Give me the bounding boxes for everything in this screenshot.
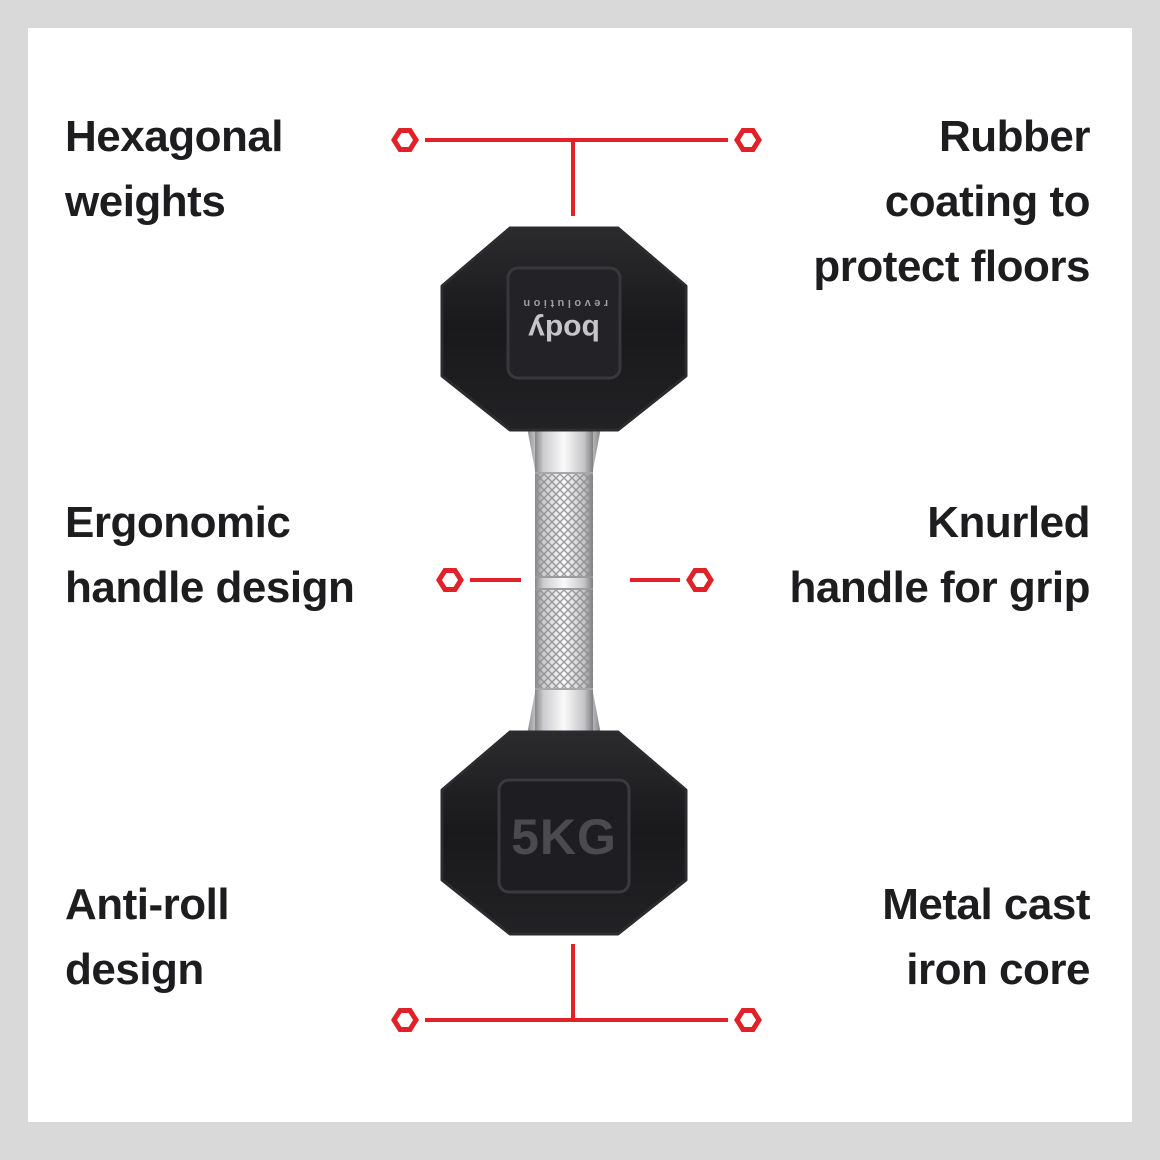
callout-metal-core: Metal cast iron core bbox=[882, 872, 1090, 1002]
dumbbell-illustration: body revolution 5KG bbox=[440, 226, 688, 936]
callout-hexagonal-weights: Hexagonal weights bbox=[65, 104, 284, 234]
connector-line-top-horizontal bbox=[405, 138, 748, 142]
callout-text-line: handle for grip bbox=[789, 563, 1091, 613]
connector-line-bottom-horizontal bbox=[405, 1018, 748, 1022]
dumbbell-top-head: body revolution bbox=[440, 226, 688, 432]
callout-text-line: Anti-roll bbox=[65, 880, 230, 929]
dumbbell-bottom-head: 5KG bbox=[440, 730, 688, 936]
callout-text-line: handle design bbox=[65, 563, 355, 613]
callout-text-line: weights bbox=[65, 177, 226, 227]
callout-knurled-handle: Knurled handle for grip bbox=[790, 490, 1091, 620]
dumbbell-handle bbox=[526, 422, 602, 740]
weight-label: 5KG bbox=[511, 809, 617, 865]
connector-line-bottom-vertical bbox=[571, 944, 575, 1020]
hex-marker-icon bbox=[680, 560, 720, 600]
callout-text-line: Rubber bbox=[939, 112, 1090, 161]
callout-anti-roll: Anti-roll design bbox=[65, 872, 230, 1002]
connector-line-mid-left bbox=[466, 578, 521, 582]
callout-text-line: iron core bbox=[906, 945, 1090, 995]
callout-text-line: Metal cast bbox=[882, 880, 1090, 929]
callout-text-line: Knurled bbox=[927, 498, 1090, 547]
hex-marker-icon bbox=[385, 120, 425, 160]
brand-logo-sub: revolution bbox=[520, 297, 608, 309]
hex-marker-icon bbox=[728, 1000, 768, 1040]
callout-ergonomic-handle: Ergonomic handle design bbox=[65, 490, 355, 620]
callout-text-line: Ergonomic bbox=[65, 498, 291, 547]
brand-logo: body revolution bbox=[520, 297, 608, 346]
callout-text-line: Hexagonal bbox=[65, 112, 284, 161]
hex-marker-icon bbox=[728, 120, 768, 160]
callout-text-line: coating to bbox=[884, 177, 1091, 227]
connector-line-mid-right bbox=[630, 578, 685, 582]
hex-marker-icon bbox=[385, 1000, 425, 1040]
callout-text-line: protect floors bbox=[813, 242, 1090, 292]
brand-logo-main: body bbox=[528, 313, 600, 346]
hex-marker-icon bbox=[430, 560, 470, 600]
callout-rubber-coating: Rubber coating to protect floors bbox=[813, 104, 1090, 299]
connector-line-top-vertical bbox=[571, 140, 575, 216]
callout-text-line: design bbox=[65, 945, 204, 995]
